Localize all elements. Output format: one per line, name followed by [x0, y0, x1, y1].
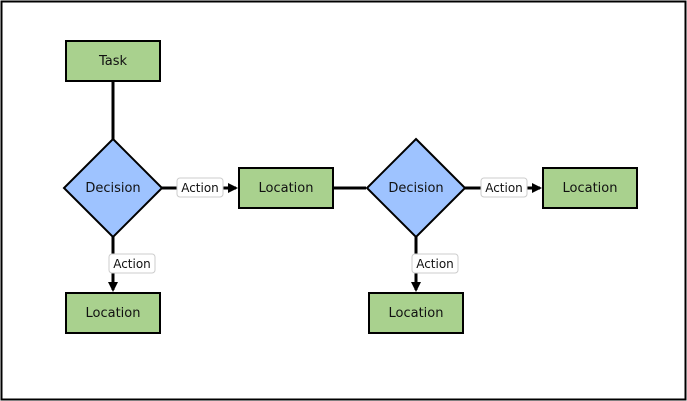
location-right-node-label: Location [563, 181, 618, 196]
edge-label-d1-down-text: Action [113, 257, 151, 271]
location-bottom1-node: Location [65, 292, 161, 334]
edge-label-d2-down: Action [411, 253, 459, 274]
decision2-node-label: Decision [388, 181, 443, 196]
edge-label-d2-right: Action [480, 177, 528, 198]
edge-label-d1-right: Action [176, 177, 224, 198]
decision1-node-label: Decision [85, 181, 140, 196]
decision1-node: Decision [62, 137, 164, 239]
task-node: Task [65, 40, 161, 82]
edge-label-d2-right-text: Action [485, 181, 523, 195]
decision2-node: Decision [365, 137, 467, 239]
location-mid-node: Location [238, 167, 334, 209]
location-bottom1-node-label: Location [86, 306, 141, 321]
edge-label-d2-down-text: Action [416, 257, 454, 271]
edge-label-d1-right-text: Action [181, 181, 219, 195]
location-bottom2-node: Location [368, 292, 464, 334]
location-mid-node-label: Location [259, 181, 314, 196]
location-bottom2-node-label: Location [389, 306, 444, 321]
task-node-label: Task [98, 54, 128, 69]
edge-label-d1-down: Action [108, 253, 156, 274]
location-right-node: Location [542, 167, 638, 209]
